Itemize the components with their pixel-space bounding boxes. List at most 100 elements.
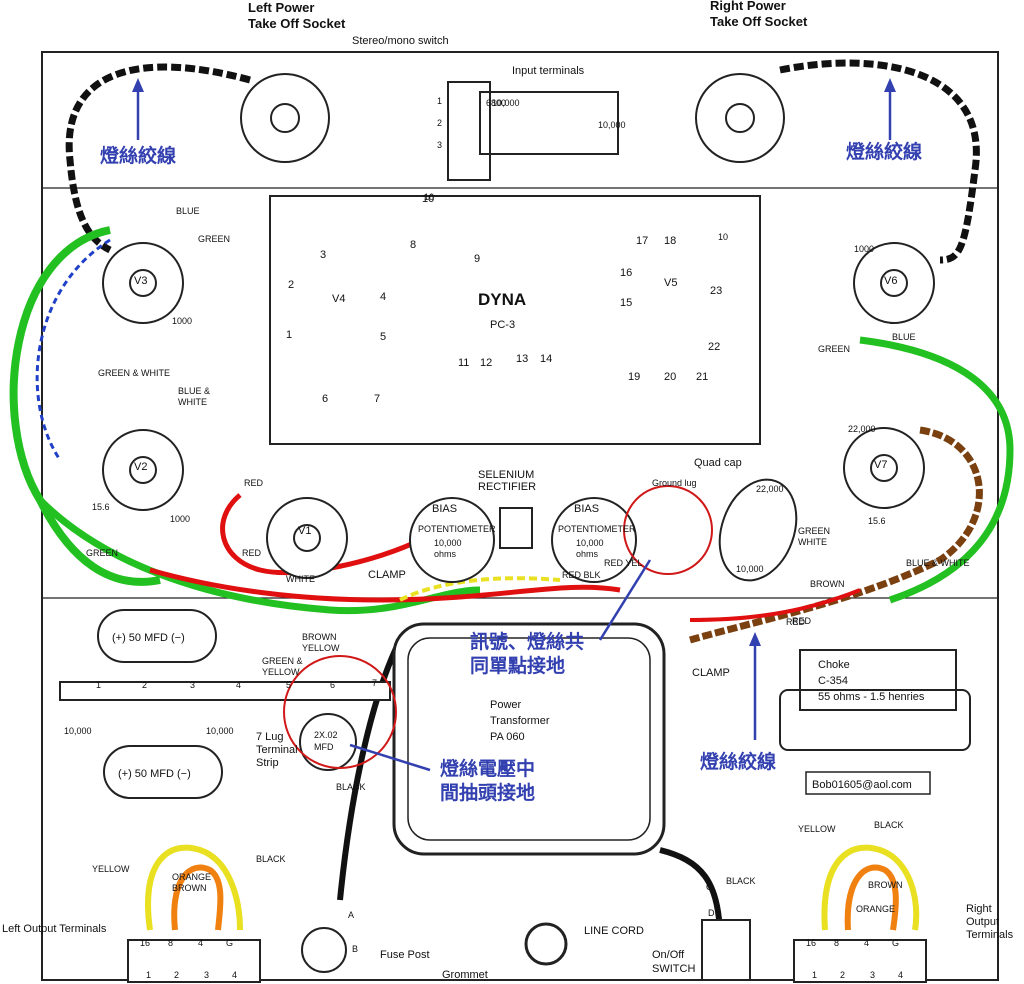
right-output-number: 3	[870, 970, 875, 980]
tube-v2	[102, 429, 184, 511]
right-output-label: G	[892, 938, 899, 948]
wire-color-label: YELLOW	[92, 864, 130, 874]
board-terminal-3: 3	[320, 249, 326, 261]
wire-color-label: ORANGE	[856, 904, 895, 914]
tube-v6	[853, 242, 935, 324]
wire-color-label: BLUE	[176, 206, 200, 216]
tube-label-v2: V2	[134, 461, 147, 473]
callout-ground-lug: Ground lug	[652, 478, 697, 488]
tube-label-v7: V7	[874, 459, 887, 471]
red-wire-right	[689, 588, 861, 622]
board-terminal-17: 17	[636, 235, 648, 247]
email-box	[805, 771, 931, 795]
right-output-number: 4	[898, 970, 903, 980]
callout-fuse-post: Fuse Post	[380, 949, 430, 961]
switch-position-1: 1	[437, 96, 442, 106]
wire-color-label: WHITE	[286, 574, 315, 584]
wire-color-label: BROWN	[810, 579, 845, 589]
wire-color-label: BLACK	[874, 820, 904, 830]
wire-color-label: BLACK	[336, 782, 366, 792]
note-center-tap-ground: 燈絲電壓中間抽頭接地	[440, 757, 535, 804]
left-output-number: 3	[204, 970, 209, 980]
callout-quad-cap: Quad cap	[694, 457, 742, 469]
resistor-label: 6800	[486, 98, 506, 108]
resistor-label: 1000	[854, 244, 874, 254]
note-heater-twist-tl: 燈絲絞線	[100, 144, 176, 167]
heater-wire-green-left	[9, 226, 161, 586]
left-output-terminal-block	[127, 939, 261, 983]
wire-color-label: RED	[792, 616, 812, 626]
cap-2x02	[299, 713, 357, 771]
resistor-label: 10,000	[492, 98, 520, 108]
callout-stereo-mono: Stereo/mono switch	[352, 35, 449, 47]
board-terminal-1: 1	[286, 329, 292, 341]
right-output-label: 16	[806, 938, 816, 948]
tube-v7	[843, 427, 925, 509]
right-output-label: 8	[834, 938, 839, 948]
resistor-label: 10,000	[598, 120, 626, 130]
tube-label-v1: V1	[298, 525, 311, 537]
board-terminal-12: 12	[480, 357, 492, 369]
right-power-socket	[695, 73, 785, 163]
filter-cap-bottom	[103, 745, 223, 799]
strip-lug-2: 2	[142, 680, 147, 690]
left-output-wires	[145, 844, 243, 931]
resistor-label: 15.6	[868, 516, 886, 526]
heater-wire-brown-right	[689, 426, 983, 644]
pot-right-bias: BIAS	[574, 503, 599, 515]
ground-lug-highlight	[623, 485, 713, 575]
board-terminal-5: 5	[380, 331, 386, 343]
left-output-label: 8	[168, 938, 173, 948]
wire-color-label: B	[352, 944, 358, 954]
tube-label-v3: V3	[134, 275, 147, 287]
right-output-wires	[821, 844, 920, 931]
strip-lug-7: 7	[372, 678, 377, 688]
wire-color-label: RED YEL	[604, 558, 642, 568]
black-wire-power	[337, 638, 403, 901]
heater-wire-blue-left	[35, 238, 111, 461]
bias-pot-left	[409, 497, 495, 583]
callout-grommet: Grommet	[442, 969, 488, 981]
wire-color-label: GREEN & WHITE	[98, 368, 170, 378]
wire-color-label: RED BLK	[562, 570, 601, 580]
grommet	[524, 922, 568, 966]
resistor-label: 1000	[170, 514, 190, 524]
heater-wire-black-left	[65, 63, 251, 254]
selenium-rectifier	[499, 507, 533, 549]
strip-lug-5: 5	[286, 680, 291, 690]
board-terminal-7: 7	[374, 393, 380, 405]
board-terminal-9: 9	[474, 253, 480, 265]
left-output-label: 4	[198, 938, 203, 948]
resistor-label: 10	[718, 232, 728, 242]
left-output-number: 1	[146, 970, 151, 980]
left-output-wires-orange	[171, 864, 224, 931]
board-terminal-15: 15	[620, 297, 632, 309]
wire-color-label: BLUE &WHITE	[178, 386, 210, 407]
right-output-label: 4	[864, 938, 869, 948]
power-transformer	[392, 622, 666, 856]
bias-pot-right	[551, 497, 637, 583]
note-heater-twist-tr: 燈絲絞線	[846, 140, 922, 163]
board-terminal-2: 2	[288, 279, 294, 291]
board-terminal-18: 18	[664, 235, 676, 247]
resistor-label: 10,000	[64, 726, 92, 736]
board-model: PC-3	[490, 319, 515, 331]
pot-left-bias: BIAS	[432, 503, 457, 515]
heater-wire-black-right	[779, 59, 980, 264]
left-power-socket	[240, 73, 330, 163]
left-output-label: 16	[140, 938, 150, 948]
terminal-strip	[59, 681, 391, 701]
choke	[799, 649, 957, 711]
cap-bottom-label: (+) 50 MFD (−)	[118, 768, 191, 780]
board-terminal-20: 20	[664, 371, 676, 383]
right-output-number: 2	[840, 970, 845, 980]
